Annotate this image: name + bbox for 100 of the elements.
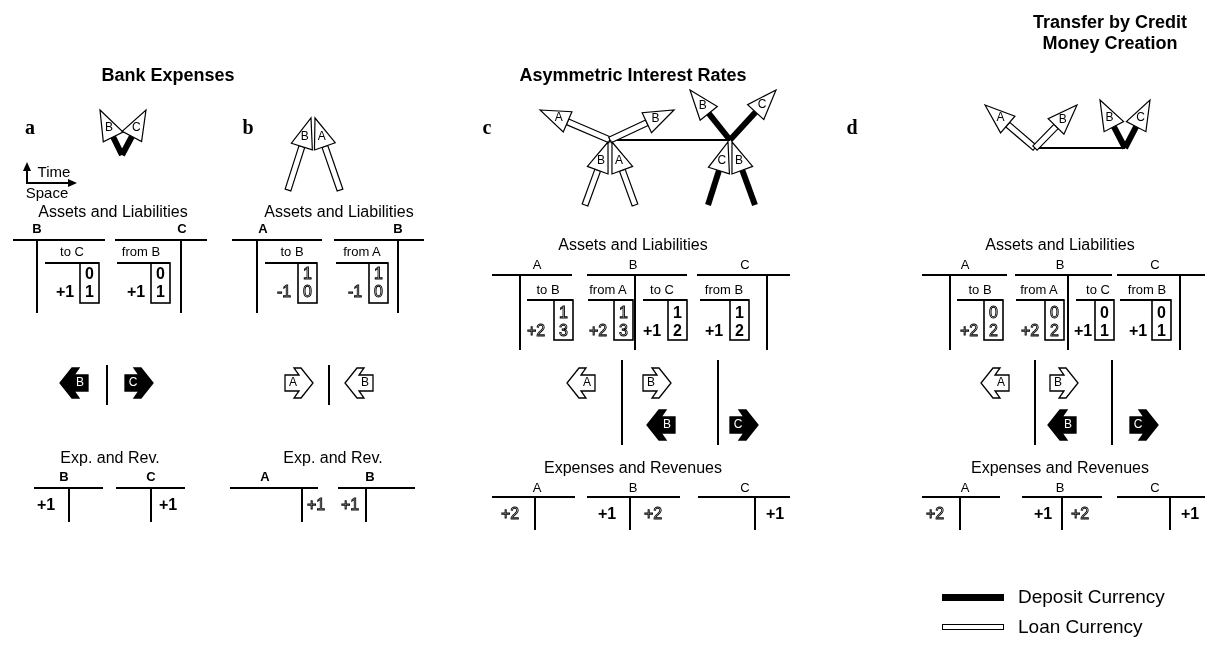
account-name: B: [628, 257, 638, 273]
column-heading: Bank Expenses: [101, 64, 235, 86]
account-name: C: [1150, 257, 1160, 273]
legend-label: Deposit Currency: [1018, 586, 1165, 608]
entry-value: +1: [306, 495, 326, 515]
account-name: B: [1055, 480, 1065, 496]
account-name: B: [1055, 257, 1065, 273]
entry-value: 1: [673, 303, 682, 323]
entry-value: +1: [55, 282, 75, 302]
entry-value: 0: [1050, 303, 1059, 323]
entry-value: +2: [643, 504, 663, 524]
account-name: C: [146, 469, 156, 485]
arrow-letter: C: [132, 121, 141, 135]
sub-account-label: to C: [1086, 282, 1110, 298]
arrow-letter: C: [733, 418, 743, 432]
sub-account-label: from B: [704, 282, 744, 298]
account-name: C: [740, 257, 750, 273]
arrow-letter: B: [651, 111, 660, 126]
arrow-letter: A: [554, 111, 563, 125]
arrow-letter: A: [615, 154, 623, 169]
account-name: A: [960, 257, 970, 273]
arrow-letter: A: [996, 111, 1005, 126]
panel-letter: b: [242, 115, 254, 139]
entry-value: 0: [989, 303, 998, 323]
panel-letter: c: [482, 115, 492, 139]
entry-value: 0: [85, 264, 94, 284]
entry-value: 2: [1050, 321, 1059, 341]
arrow-letter: C: [1133, 418, 1143, 432]
arrow-letter: A: [583, 376, 591, 390]
entry-value: 3: [619, 321, 628, 341]
arrow-letter: C: [717, 154, 727, 169]
arrow-letter: B: [76, 376, 84, 390]
arrow-letter: B: [698, 99, 707, 113]
section-title: Expenses and Revenues: [544, 458, 722, 478]
entry-value: +1: [642, 321, 662, 341]
sub-account-label: from A: [343, 244, 381, 260]
arrow-letter: A: [289, 376, 297, 390]
entry-value: +1: [1033, 504, 1053, 524]
arrow-letter: C: [757, 98, 767, 112]
entry-value: 1: [1100, 321, 1109, 341]
entry-value: +1: [1180, 504, 1200, 524]
arrow-letter: B: [647, 376, 655, 390]
section-title: Exp. and Rev.: [283, 448, 383, 468]
entry-value: +1: [340, 495, 360, 515]
column-heading: Asymmetric Interest Rates: [519, 64, 747, 86]
entry-value: +1: [704, 321, 724, 341]
section-title: Expenses and Revenues: [971, 458, 1149, 478]
account-name: C: [1150, 480, 1160, 496]
sub-account-label: from A: [1020, 282, 1058, 298]
entry-value: +2: [1020, 321, 1040, 341]
entry-value: 1: [156, 282, 165, 302]
entry-value: 1: [735, 303, 744, 323]
panel-letter: d: [846, 115, 858, 139]
arrow-letter: B: [104, 121, 113, 136]
axis-label: Time: [37, 163, 71, 181]
sub-account-label: to B: [968, 282, 992, 298]
entry-value: 1: [303, 264, 312, 284]
entry-value: 1: [559, 303, 568, 323]
entry-value: 0: [1157, 303, 1166, 323]
entry-value: +1: [158, 495, 178, 515]
entry-value: 3: [559, 321, 568, 341]
entry-value: -1: [347, 282, 363, 302]
entry-value: 2: [673, 321, 682, 341]
entry-value: 0: [156, 264, 165, 284]
entry-value: +2: [588, 321, 608, 341]
section-title: Assets and Liabilities: [38, 202, 188, 222]
sub-account-label: to B: [536, 282, 560, 298]
account-name: B: [59, 469, 69, 485]
account-name: A: [960, 480, 970, 496]
account-name: B: [393, 221, 403, 237]
section-title: Assets and Liabilities: [264, 202, 414, 222]
entry-value: +1: [597, 504, 617, 524]
entry-value: 0: [303, 282, 312, 302]
entry-value: +2: [959, 321, 979, 341]
entry-value: +2: [500, 504, 520, 524]
arrow-letter: C: [128, 376, 138, 390]
sub-account-label: to B: [280, 244, 304, 260]
entry-value: +2: [925, 504, 945, 524]
arrow-letter: B: [1105, 111, 1114, 125]
entry-value: 2: [735, 321, 744, 341]
arrow-letter: B: [1058, 112, 1067, 127]
sub-account-label: from B: [121, 244, 161, 260]
section-title: Exp. and Rev.: [60, 448, 160, 468]
arrow-letter: B: [663, 418, 671, 432]
account-name: A: [532, 257, 542, 273]
sub-account-label: to C: [60, 244, 84, 260]
arrow-letter: C: [1136, 111, 1145, 125]
arrow-letter: A: [317, 130, 326, 145]
section-title: Assets and Liabilities: [985, 235, 1135, 255]
arrow-letter: B: [1054, 376, 1062, 390]
sub-account-label: from B: [1127, 282, 1167, 298]
entry-value: +1: [36, 495, 56, 515]
entry-value: +1: [1128, 321, 1148, 341]
account-name: A: [260, 469, 270, 485]
entry-value: +1: [1073, 321, 1093, 341]
account-name: A: [532, 480, 542, 496]
arrow-letter: B: [1064, 418, 1072, 432]
account-name: B: [628, 480, 638, 496]
entry-value: 1: [1157, 321, 1166, 341]
entry-value: +1: [126, 282, 146, 302]
